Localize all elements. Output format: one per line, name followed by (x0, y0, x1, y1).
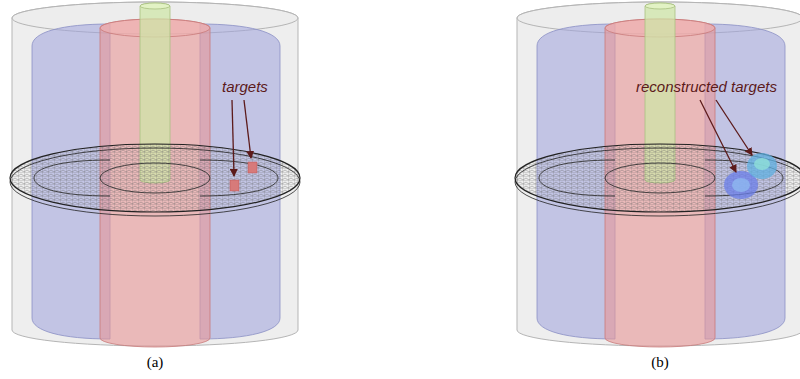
callout-label: targets (222, 78, 268, 95)
panel-label: (b) (651, 354, 669, 371)
callout-label: reconstructed targets (636, 78, 777, 95)
panel-label: (a) (147, 354, 164, 371)
